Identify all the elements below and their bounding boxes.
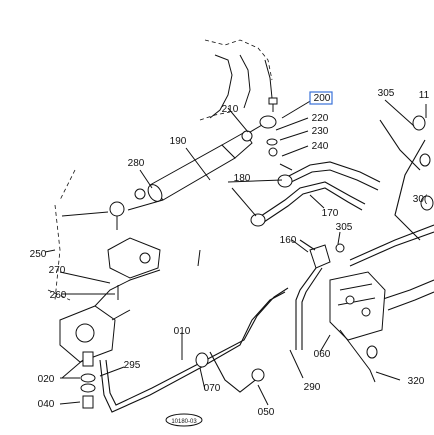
diagram-id-badge: 10180-03	[165, 413, 203, 427]
hoses	[250, 161, 381, 227]
part-label-160[interactable]: 160	[280, 235, 297, 246]
part-label-250[interactable]: 250	[30, 249, 47, 260]
part-label-280[interactable]: 280	[128, 158, 145, 169]
part-label-220[interactable]: 220	[312, 113, 329, 124]
part-label-040[interactable]: 040	[38, 399, 55, 410]
steering-gearbox	[59, 237, 161, 363]
fitting-stack	[241, 97, 293, 171]
part-labels: 200 220 230 240 305 305 11 30( 210 190 280 180 170 16…	[30, 88, 430, 418]
frame-bracket	[199, 39, 273, 121]
part-label-295[interactable]: 295	[124, 360, 141, 371]
highlight-box	[309, 91, 333, 105]
part-label-260[interactable]: 260	[50, 290, 67, 301]
part-label-305b[interactable]: 305	[336, 222, 353, 233]
part-label-11[interactable]: 11	[419, 90, 430, 101]
part-label-020[interactable]: 020	[38, 374, 55, 385]
part-label-190[interactable]: 190	[170, 136, 187, 147]
part-label-180[interactable]: 180	[234, 173, 251, 184]
part-label-010[interactable]: 010	[174, 326, 191, 337]
part-label-30[interactable]: 30(	[413, 194, 428, 205]
left-bracket	[47, 169, 76, 301]
return-pipes	[99, 287, 289, 413]
part-label-320[interactable]: 320	[408, 376, 425, 387]
bolt-stack	[80, 351, 96, 409]
control-valve	[329, 271, 386, 383]
part-label-200[interactable]: 200	[314, 93, 331, 104]
part-label-305a[interactable]: 305	[378, 88, 395, 99]
part-label-060[interactable]: 060	[314, 349, 331, 360]
tie-rod-end	[109, 188, 146, 230]
leader-lines	[44, 99, 427, 406]
part-label-050[interactable]: 050	[258, 407, 275, 418]
part-label-210[interactable]: 210	[222, 104, 239, 115]
tee-fitting	[295, 239, 345, 350]
part-label-070[interactable]: 070	[204, 383, 221, 394]
part-label-270[interactable]: 270	[49, 265, 66, 276]
part-label-230[interactable]: 230	[312, 126, 329, 137]
part-label-170[interactable]: 170	[322, 208, 339, 219]
right-pipes	[349, 115, 434, 311]
part-label-240[interactable]: 240	[312, 141, 329, 152]
part-label-290[interactable]: 290	[304, 382, 321, 393]
badge-text: 10180-03	[171, 419, 197, 425]
